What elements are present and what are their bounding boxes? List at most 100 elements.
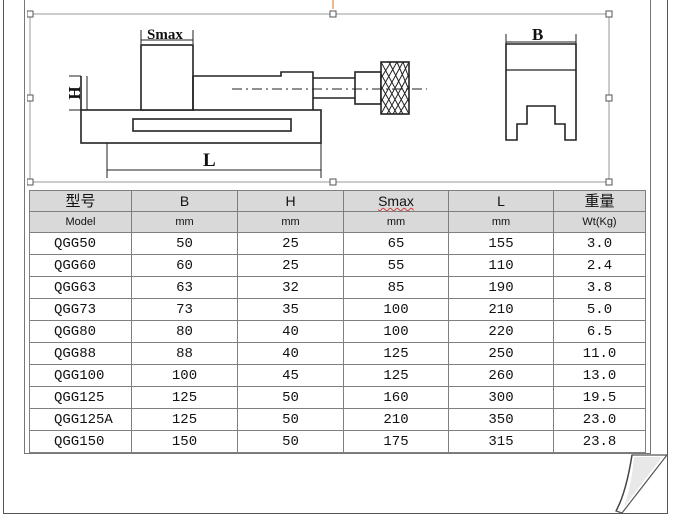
table-cell[interactable]: 40 bbox=[237, 320, 344, 343]
column-unit-0: Model bbox=[29, 211, 132, 233]
table-cell[interactable]: 50 bbox=[237, 430, 344, 453]
vise-front-view bbox=[505, 43, 577, 141]
table-cell[interactable]: 190 bbox=[448, 276, 554, 299]
table-cell[interactable]: 315 bbox=[448, 430, 554, 453]
table-cell[interactable]: 3.0 bbox=[553, 232, 646, 255]
table-cell[interactable]: QGG100 bbox=[29, 364, 132, 387]
table-cell[interactable]: 50 bbox=[131, 232, 238, 255]
table-cell[interactable]: QGG80 bbox=[29, 320, 132, 343]
table-cell[interactable]: 100 bbox=[131, 364, 238, 387]
column-header-4: L bbox=[448, 190, 554, 212]
table-cell[interactable]: 125 bbox=[343, 342, 449, 365]
column-header-2: H bbox=[237, 190, 344, 212]
table-cell[interactable]: 19.5 bbox=[553, 386, 646, 409]
table-cell[interactable]: 175 bbox=[343, 430, 449, 453]
column-unit-1: mm bbox=[131, 211, 238, 233]
table-cell[interactable]: 85 bbox=[343, 276, 449, 299]
table-cell[interactable]: QGG150 bbox=[29, 430, 132, 453]
table-cell[interactable]: 160 bbox=[343, 386, 449, 409]
column-unit-4: mm bbox=[448, 211, 554, 233]
table-cell[interactable]: 60 bbox=[131, 254, 238, 277]
label-smax: Smax bbox=[147, 27, 183, 43]
column-unit-3: mm bbox=[343, 211, 449, 233]
table-cell[interactable]: 125 bbox=[343, 364, 449, 387]
table-cell[interactable]: 80 bbox=[131, 320, 238, 343]
table-cell[interactable]: 6.5 bbox=[553, 320, 646, 343]
table-cell[interactable]: 13.0 bbox=[553, 364, 646, 387]
table-cell[interactable]: 220 bbox=[448, 320, 554, 343]
table-cell[interactable]: 100 bbox=[343, 320, 449, 343]
table-cell[interactable]: 125 bbox=[131, 386, 238, 409]
selection-handle-mr[interactable] bbox=[605, 94, 613, 102]
table-cell[interactable]: 300 bbox=[448, 386, 554, 409]
vise-side-view bbox=[80, 44, 427, 144]
table-cell[interactable]: 40 bbox=[237, 342, 344, 365]
table-cell[interactable]: QGG63 bbox=[29, 276, 132, 299]
table-cell[interactable]: 3.8 bbox=[553, 276, 646, 299]
column-header-1: B bbox=[131, 190, 238, 212]
table-cell[interactable]: QGG50 bbox=[29, 232, 132, 255]
table-cell[interactable]: 65 bbox=[343, 232, 449, 255]
table-cell[interactable]: QGG60 bbox=[29, 254, 132, 277]
page-curl bbox=[615, 454, 669, 514]
table-cell[interactable]: 5.0 bbox=[553, 298, 646, 321]
table-cell[interactable]: 155 bbox=[448, 232, 554, 255]
table-cell[interactable]: 150 bbox=[131, 430, 238, 453]
table-cell[interactable]: QGG125 bbox=[29, 386, 132, 409]
table-cell[interactable]: 50 bbox=[237, 386, 344, 409]
table-cell[interactable]: 100 bbox=[343, 298, 449, 321]
selection-handle-tr[interactable] bbox=[605, 10, 613, 18]
table-cell[interactable]: 55 bbox=[343, 254, 449, 277]
table-cell[interactable]: 25 bbox=[237, 232, 344, 255]
table-cell[interactable]: 50 bbox=[237, 408, 344, 431]
table-cell[interactable]: 32 bbox=[237, 276, 344, 299]
table-cell[interactable]: 25 bbox=[237, 254, 344, 277]
table-cell[interactable]: 110 bbox=[448, 254, 554, 277]
table-cell[interactable]: 210 bbox=[343, 408, 449, 431]
selection-handle-br[interactable] bbox=[605, 178, 613, 186]
table-cell[interactable]: 73 bbox=[131, 298, 238, 321]
selection-handle-tl[interactable] bbox=[27, 10, 34, 18]
table-cell[interactable]: 125 bbox=[131, 408, 238, 431]
table-cell[interactable]: 23.8 bbox=[553, 430, 646, 453]
label-l: L bbox=[203, 150, 216, 171]
label-b: B bbox=[532, 25, 543, 44]
table-cell[interactable]: 45 bbox=[237, 364, 344, 387]
table-cell[interactable]: 350 bbox=[448, 408, 554, 431]
table-cell[interactable]: 210 bbox=[448, 298, 554, 321]
table-cell[interactable]: QGG88 bbox=[29, 342, 132, 365]
column-unit-2: mm bbox=[237, 211, 344, 233]
table-cell[interactable]: 2.4 bbox=[553, 254, 646, 277]
table-cell[interactable]: QGG125A bbox=[29, 408, 132, 431]
column-header-3: Smax bbox=[343, 190, 449, 212]
table-cell[interactable]: 260 bbox=[448, 364, 554, 387]
vise-drawing: Smax H L B bbox=[27, 0, 613, 186]
selection-handle-bm[interactable] bbox=[329, 178, 337, 186]
dimension-lines bbox=[69, 30, 577, 178]
table-cell[interactable]: 23.0 bbox=[553, 408, 646, 431]
table-cell[interactable]: 11.0 bbox=[553, 342, 646, 365]
selection-handle-tm[interactable] bbox=[329, 10, 337, 18]
column-header-5: 重量 bbox=[553, 190, 646, 212]
table-cell[interactable]: 35 bbox=[237, 298, 344, 321]
selection-handle-ml[interactable] bbox=[27, 94, 34, 102]
table-cell[interactable]: 88 bbox=[131, 342, 238, 365]
selection-handle-bl[interactable] bbox=[27, 178, 34, 186]
table-cell[interactable]: 63 bbox=[131, 276, 238, 299]
label-h: H bbox=[65, 86, 84, 99]
table-cell[interactable]: 250 bbox=[448, 342, 554, 365]
table-cell[interactable]: QGG73 bbox=[29, 298, 132, 321]
